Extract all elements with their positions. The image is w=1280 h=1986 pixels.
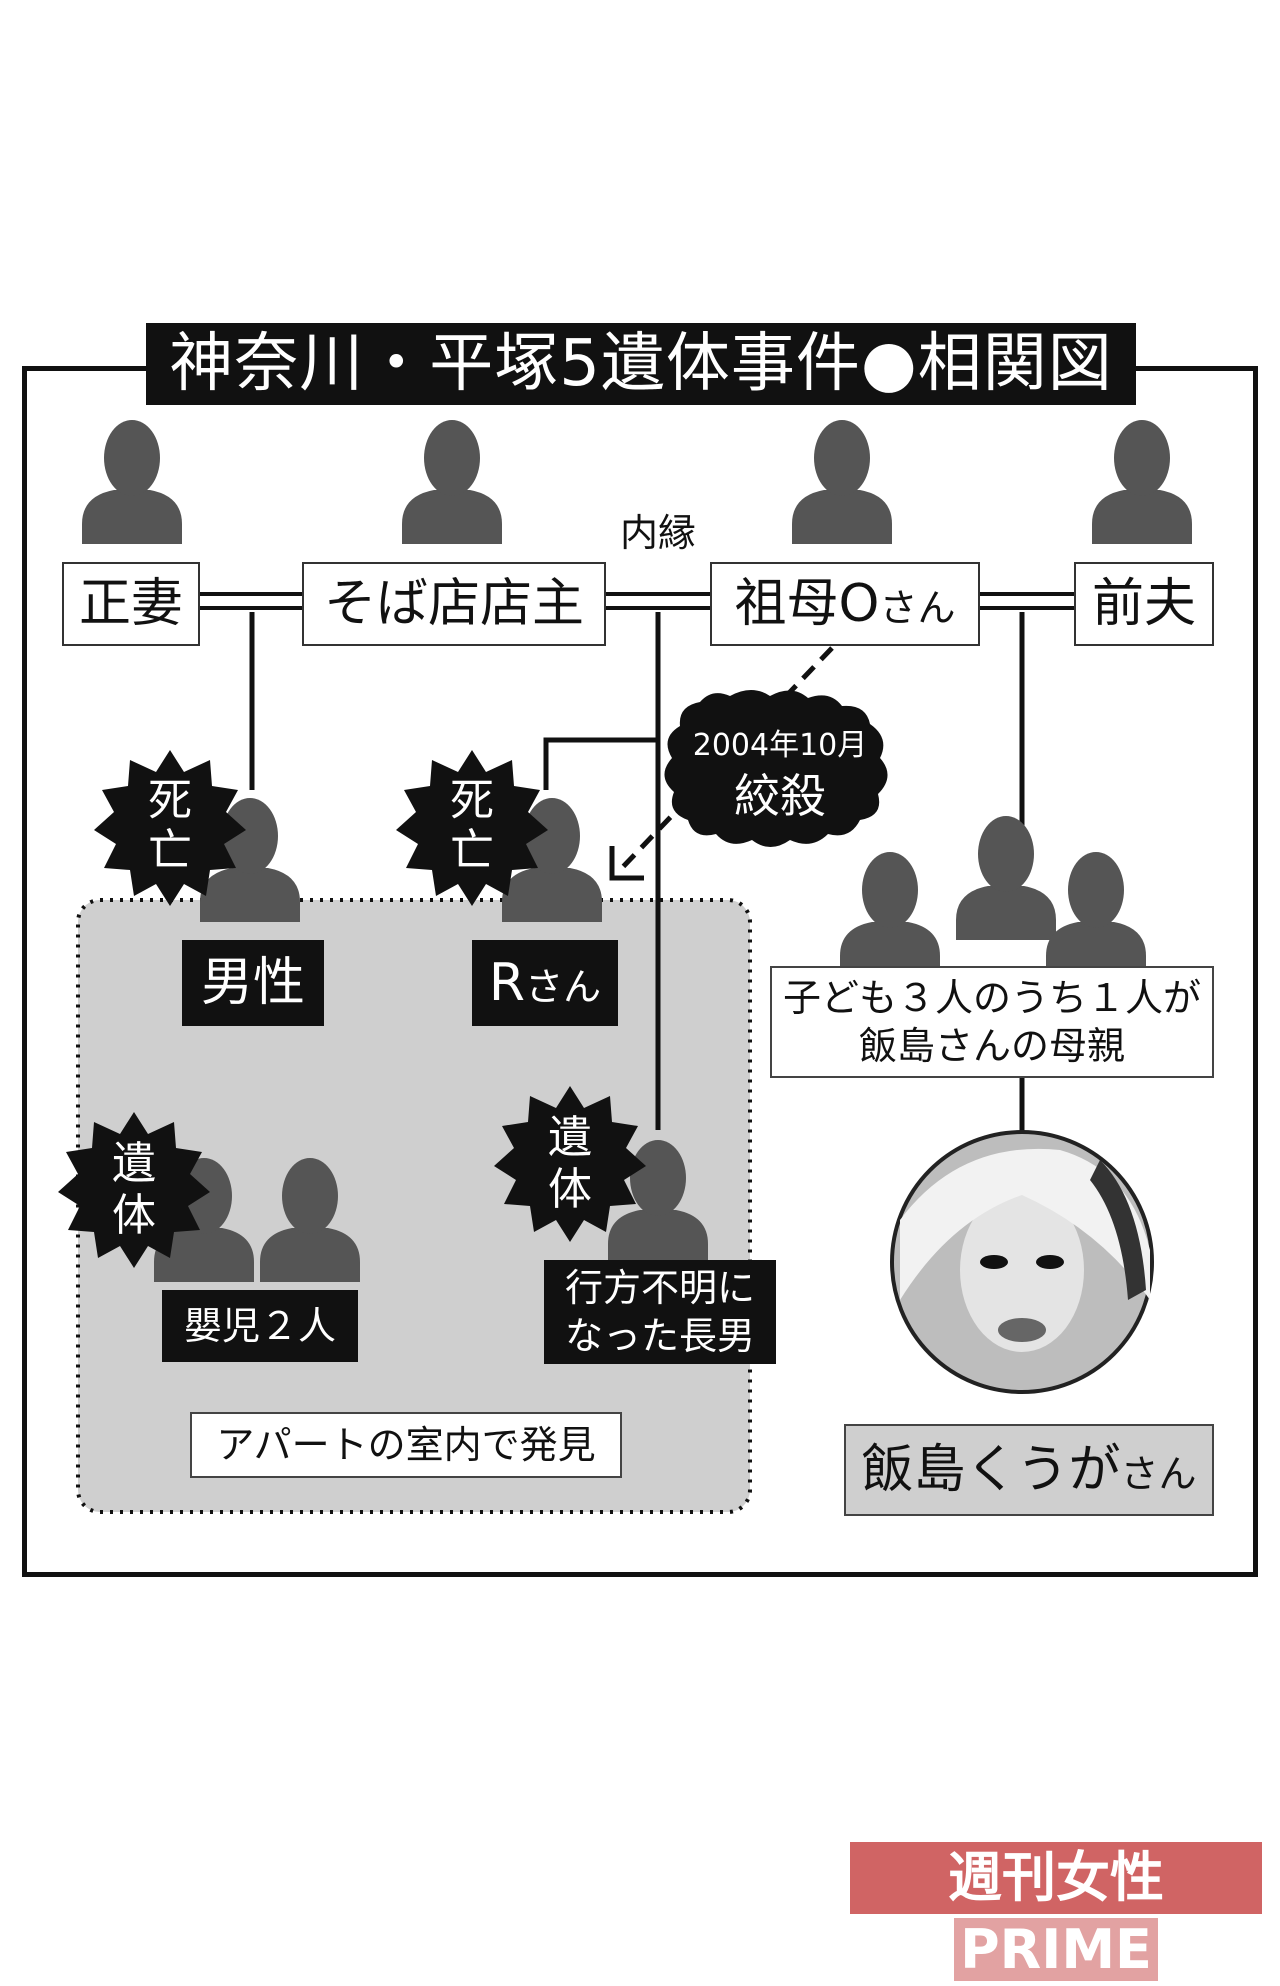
death1-char-b: 亡 xyxy=(148,825,192,876)
iijima-label-box: 飯島くうがさん xyxy=(844,1424,1214,1516)
infants-label-box: 嬰児２人 xyxy=(162,1290,358,1362)
marriage-lines xyxy=(200,592,1074,610)
body1-burst-icon xyxy=(58,1112,210,1268)
iijima-name: 飯島くうが xyxy=(861,1440,1121,1500)
diagram-title: 神奈川・平塚5遺体事件●相関図 xyxy=(146,323,1136,405)
wife-label-box: 正妻 xyxy=(62,562,200,646)
common-law-label: 内縁 xyxy=(620,511,697,555)
found-label: アパートの室内で発見 xyxy=(216,1423,596,1467)
grandmother-name: 祖母O xyxy=(734,574,880,634)
event-burst-icon xyxy=(664,690,888,847)
exhusband-label-box: 前夫 xyxy=(1074,562,1214,646)
r-name: R xyxy=(488,953,526,1013)
body2-burst-icon xyxy=(494,1086,646,1242)
iijima-suffix: さん xyxy=(1120,1452,1197,1496)
death2-burst-icon xyxy=(396,750,548,906)
portrait-photo-icon xyxy=(890,1130,1154,1394)
r-suffix: さん xyxy=(525,965,602,1009)
correlation-diagram: 神奈川・平塚5遺体事件●相関図 正妻 そば店店主 祖母Oさん 前夫 内縁 200… xyxy=(22,323,1262,1981)
death1-burst-icon xyxy=(94,750,246,906)
owner-name: そば店店主 xyxy=(323,574,584,634)
body1-char-a: 遺 xyxy=(112,1138,156,1189)
son-label-box: 行方不明に なった長男 xyxy=(544,1260,776,1364)
children-line2: 飯島さんの母親 xyxy=(858,1024,1125,1068)
body2-char-b: 体 xyxy=(548,1164,592,1215)
death2-text: 死 亡 xyxy=(442,776,502,876)
body1-text: 遺 体 xyxy=(104,1138,164,1242)
body2-text: 遺 体 xyxy=(540,1112,600,1216)
children-line1: 子ども３人のうち１人が xyxy=(782,976,1201,1020)
strangling-arrow xyxy=(609,646,834,881)
watermark-logo: 週刊女性 PRIME xyxy=(850,1842,1262,1981)
exhusband-name: 前夫 xyxy=(1091,574,1196,634)
male-name: 男性 xyxy=(200,953,305,1013)
event-label: 絞殺 xyxy=(734,769,826,823)
grandmother-label-box: 祖母Oさん xyxy=(710,562,980,646)
male-label-box: 男性 xyxy=(182,940,324,1026)
body2-char-a: 遺 xyxy=(548,1112,592,1163)
son-line2: なった長男 xyxy=(564,1314,755,1358)
burst-badges xyxy=(58,750,646,1268)
body1-char-b: 体 xyxy=(112,1190,156,1241)
death1-char-a: 死 xyxy=(148,775,192,826)
children-label-box: 子ども３人のうち１人が 飯島さんの母親 xyxy=(770,966,1214,1078)
event-date-label: 2004年10月 xyxy=(692,728,868,763)
watermark-part2: PRIME xyxy=(954,1918,1158,1981)
death1-text: 死 亡 xyxy=(140,776,200,876)
wife-name: 正妻 xyxy=(78,574,183,634)
r-label-box: Rさん xyxy=(472,940,618,1026)
owner-label-box: そば店店主 xyxy=(302,562,606,646)
watermark-part1: 週刊女性 xyxy=(948,1846,1164,1909)
grandmother-suffix: さん xyxy=(879,586,956,630)
death2-char-a: 死 xyxy=(450,775,494,826)
son-line1: 行方不明に xyxy=(564,1266,755,1310)
infants-name: 嬰児２人 xyxy=(183,1304,336,1348)
death2-char-b: 亡 xyxy=(450,825,494,876)
found-label-box: アパートの室内で発見 xyxy=(190,1412,622,1478)
